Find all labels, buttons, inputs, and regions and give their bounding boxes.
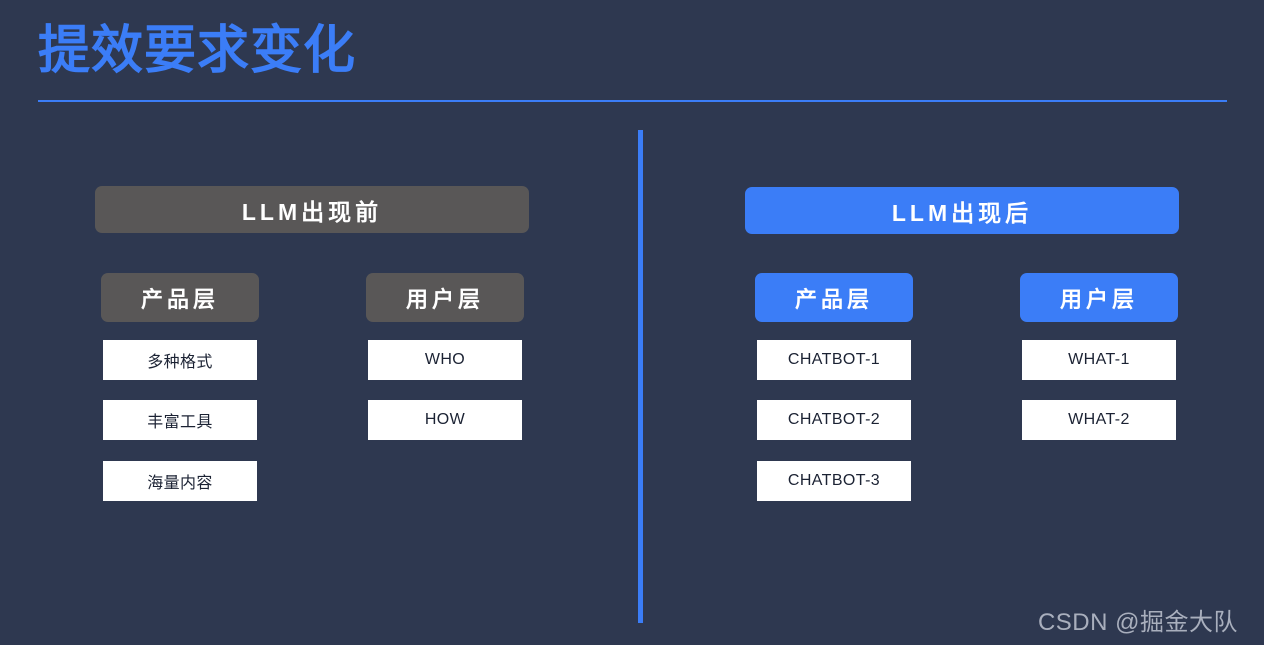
list-item[interactable]: WHAT-2 xyxy=(1022,400,1176,440)
list-item[interactable]: HOW xyxy=(368,400,522,440)
list-item[interactable]: 多种格式 xyxy=(103,340,257,380)
watermark: CSDN @掘金大队 xyxy=(1037,609,1238,636)
vertical-divider xyxy=(638,130,643,623)
page-title: 提效要求变化 xyxy=(38,22,357,80)
list-item[interactable]: CHATBOT-1 xyxy=(757,340,911,380)
column-header-before-product: 产品层 xyxy=(101,273,259,322)
list-item[interactable]: WHO xyxy=(368,340,522,380)
title-underline xyxy=(38,100,1227,102)
column-header-after-product: 产品层 xyxy=(755,273,913,322)
section-header-after: LLM出现后 xyxy=(745,187,1179,234)
list-item[interactable]: 海量内容 xyxy=(103,461,257,501)
column-header-before-user: 用户层 xyxy=(366,273,524,322)
list-item[interactable]: 丰富工具 xyxy=(103,400,257,440)
list-item[interactable]: CHATBOT-2 xyxy=(757,400,911,440)
list-item[interactable]: CHATBOT-3 xyxy=(757,461,911,501)
list-item[interactable]: WHAT-1 xyxy=(1022,340,1176,380)
column-header-after-user: 用户层 xyxy=(1020,273,1178,322)
section-header-before: LLM出现前 xyxy=(95,186,529,233)
